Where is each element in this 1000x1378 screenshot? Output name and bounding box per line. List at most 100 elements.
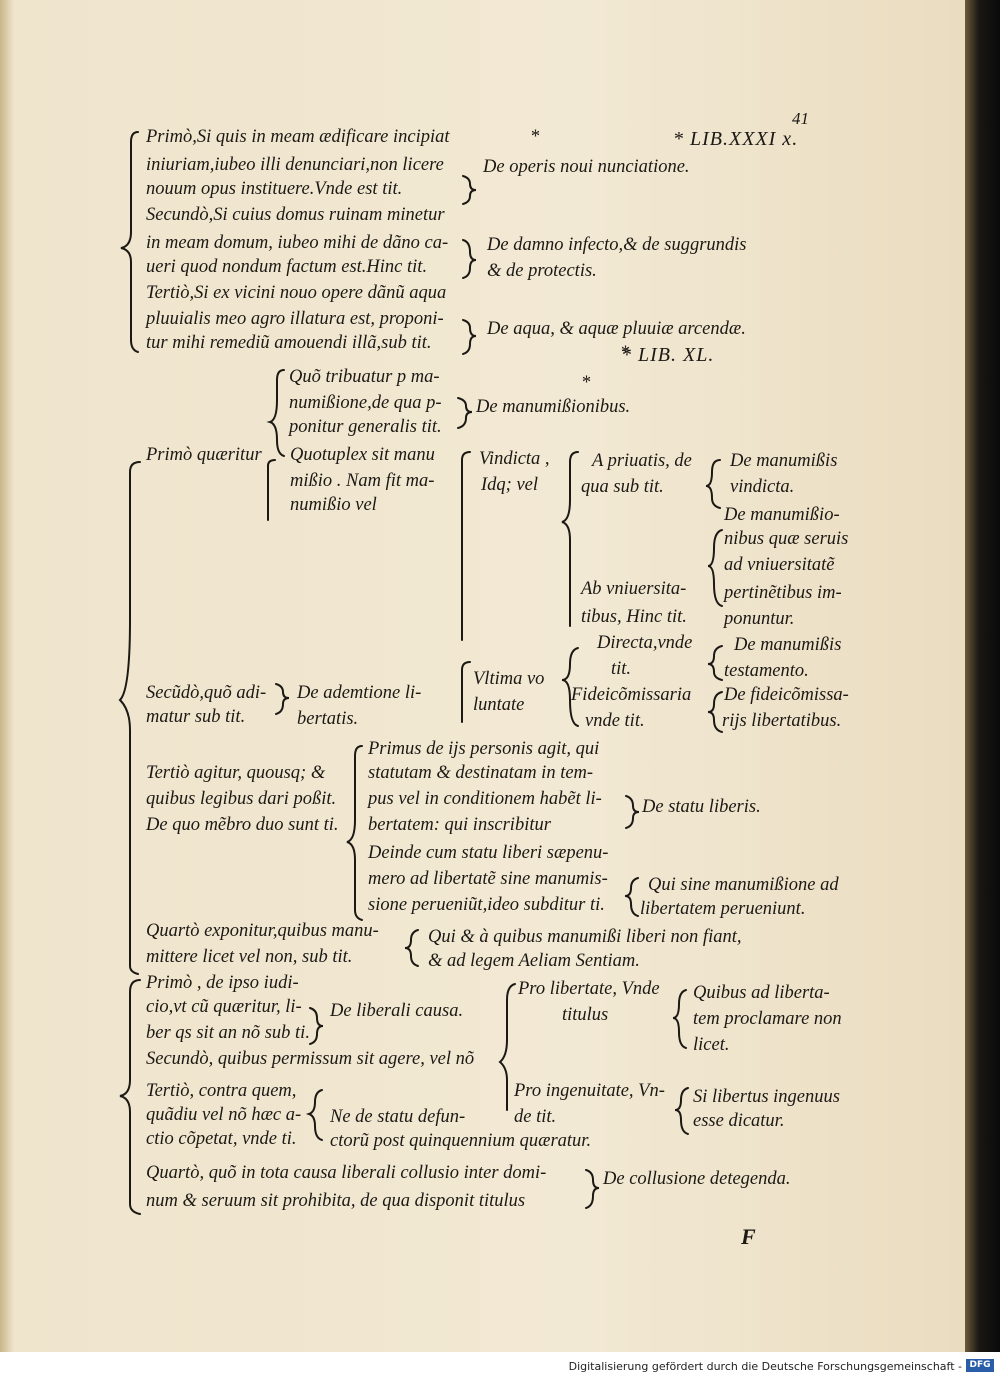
- text-line: Qui & à quibus manumißi liberi non fiant…: [428, 927, 742, 947]
- text-line: testamento.: [724, 661, 809, 681]
- text-line: tem proclamare non: [693, 1009, 842, 1029]
- text-line: vindicta.: [730, 477, 795, 497]
- footer-text: Digitalisierung gefördert durch die Deut…: [568, 1360, 962, 1373]
- text-line: pluuialis meo agro illatura est, proponi…: [146, 309, 444, 329]
- text-line: A priuatis, de: [592, 451, 692, 471]
- text-line: De collusione detegenda.: [603, 1169, 791, 1189]
- text-line: ber qs sit an nõ sub ti.: [146, 1023, 310, 1043]
- text-line: De manumißis: [734, 635, 842, 655]
- text-line: & ad legem Aeliam Sentiam.: [428, 951, 640, 971]
- text-line: De damno infecto,& de suggrundis: [487, 235, 747, 255]
- text-line: Quartò, quõ in tota causa liberali collu…: [146, 1163, 547, 1183]
- text-line: Tertiò,Si ex vicini nouo opere dãnũ aqua: [146, 283, 447, 303]
- text-line: libertatem perueniunt.: [640, 899, 806, 919]
- text-line: numißio vel: [290, 495, 377, 515]
- text-line: in meam domum, iubeo mihi de dãno ca-: [146, 233, 449, 253]
- text-line: Tertiò agitur, quousq; &: [146, 763, 326, 783]
- text-line: ctio cõpetat, vnde ti.: [146, 1129, 297, 1149]
- text-line: ueri quod nondum factum est.Hinc tit.: [146, 257, 428, 277]
- text-line: iniuriam,iubeo illi denunciari,non licer…: [146, 155, 444, 175]
- text-line: Secundò, quibus permissum sit agere, vel…: [146, 1049, 475, 1069]
- text-line: De aqua, & aquæ pluuiæ arcendæ.: [487, 319, 746, 339]
- text-line: *: [530, 127, 540, 147]
- brace: [462, 175, 477, 205]
- text-line: De quo mẽbro duo sunt ti.: [146, 815, 339, 835]
- page-number: 41: [792, 109, 809, 128]
- text-line: Primò quæritur: [146, 445, 262, 465]
- text-line: nibus quæ seruis: [724, 529, 849, 549]
- text-line: Quartò exponitur,quibus manu-: [146, 921, 379, 941]
- text-line: vnde tit.: [585, 711, 645, 731]
- text-line: tit.: [611, 659, 632, 679]
- text-line: Directa,vnde: [597, 633, 693, 653]
- text-line: quibus legibus dari poßit.: [146, 789, 337, 809]
- text-line: Secundò,Si cuius domus ruinam minetur: [146, 205, 445, 225]
- text-line: Primus de ijs personis agit, qui: [368, 739, 600, 759]
- text-line: pertinẽtibus im-: [724, 583, 842, 603]
- text-line: Pro libertate, Vnde: [518, 979, 660, 999]
- text-line: qua sub tit.: [581, 477, 664, 497]
- text-line: ponuntur.: [724, 609, 795, 629]
- text-line: mittere licet vel non, sub tit.: [146, 947, 353, 967]
- text-line: Qui sine manumißione ad: [648, 875, 839, 895]
- text-line: titulus: [562, 1005, 609, 1025]
- text-line: bertatem: qui inscribitur: [368, 815, 551, 835]
- text-line: ctorũ post quinquennium quæratur.: [330, 1131, 592, 1151]
- text-line: De manumißis: [730, 451, 838, 471]
- text-line: Si libertus ingenuus: [693, 1087, 840, 1107]
- text-line: De statu liberis.: [642, 797, 761, 817]
- text-line: esse dicatur.: [693, 1111, 785, 1131]
- footer-bar: Digitalisierung gefördert durch die Deut…: [0, 1352, 1000, 1378]
- text-line: Idq; vel: [481, 475, 539, 495]
- text-line: & de protectis.: [487, 261, 597, 281]
- text-line: Tertiò, contra quem,: [146, 1081, 297, 1101]
- text-line: mißio . Nam fit ma-: [290, 471, 435, 491]
- text-line: de tit.: [514, 1107, 557, 1127]
- text-line: quãdiu vel nõ hæc a-: [146, 1105, 302, 1125]
- text-line: matur sub tit.: [146, 707, 246, 727]
- text-line: Vindicta ,: [479, 449, 550, 469]
- text-line: Secũdò,quõ adi-: [146, 683, 267, 703]
- text-line: cio,vt cũ quæritur, li-: [146, 997, 302, 1017]
- text-line: De ademtione li-: [297, 683, 422, 703]
- text-line: Quõ tribuatur p ma-: [289, 367, 440, 387]
- signature-mark: F: [741, 1224, 756, 1249]
- page-edge-shadow: [965, 0, 1000, 1352]
- text-line: De operis noui nunciatione.: [483, 157, 690, 177]
- text-line: Quibus ad liberta-: [693, 983, 830, 1003]
- text-line: Primò,Si quis in meam ædificare incipiat: [146, 127, 450, 147]
- text-line: *: [581, 373, 591, 393]
- text-line: numißione,de qua p-: [289, 393, 442, 413]
- text-line: sione perueniũt,ideo subditur ti.: [368, 895, 605, 915]
- text-line: Quotuplex sit manu: [290, 445, 435, 465]
- text-line: tibus, Hinc tit.: [581, 607, 687, 627]
- text-line: statutam & destinatam in tem-: [368, 763, 594, 783]
- text-line: Primò , de ipso iudi-: [146, 973, 299, 993]
- book-label-lib-xl: * LIB. XL.: [621, 344, 715, 366]
- text-line: Pro ingenuitate, Vn-: [514, 1081, 665, 1101]
- text-line: rijs libertatibus.: [722, 711, 842, 731]
- text-line: Ne de statu defun-: [330, 1107, 466, 1127]
- text-line: *: [620, 343, 630, 363]
- text-line: Ab vniuersita-: [581, 579, 687, 599]
- text-line: Deinde cum statu liberi sæpenu-: [368, 843, 609, 863]
- text-line: pus vel in conditionem habẽt li-: [368, 789, 602, 809]
- text-line: De liberali causa.: [330, 1001, 464, 1021]
- book-page: [0, 0, 965, 1352]
- text-line: ponitur generalis tit.: [289, 417, 442, 437]
- text-line: luntate: [473, 695, 525, 715]
- text-line: mero ad libertatẽ sine manumis-: [368, 869, 608, 889]
- text-line: De manumißio-: [724, 505, 840, 525]
- text-line: Vltima vo: [473, 669, 545, 689]
- text-line: licet.: [693, 1035, 730, 1055]
- text-line: tur mihi remediũ amouendi illã,sub tit.: [146, 333, 432, 353]
- text-line: De manumißionibus.: [476, 397, 631, 417]
- text-line: ad vniuersitatẽ: [724, 555, 835, 575]
- bracket-lines: [118, 131, 723, 1215]
- text-line: num & seruum sit prohibita, de qua dispo…: [146, 1191, 526, 1211]
- book-label-lib-xxxi: * LIB.XXXI x.: [673, 128, 799, 150]
- dfg-logo: DFG: [966, 1359, 994, 1372]
- text-line: bertatis.: [297, 709, 359, 729]
- text-line: nouum opus instituere.Vnde est tit.: [146, 179, 403, 199]
- text-line: Fideicõmissaria: [571, 685, 692, 705]
